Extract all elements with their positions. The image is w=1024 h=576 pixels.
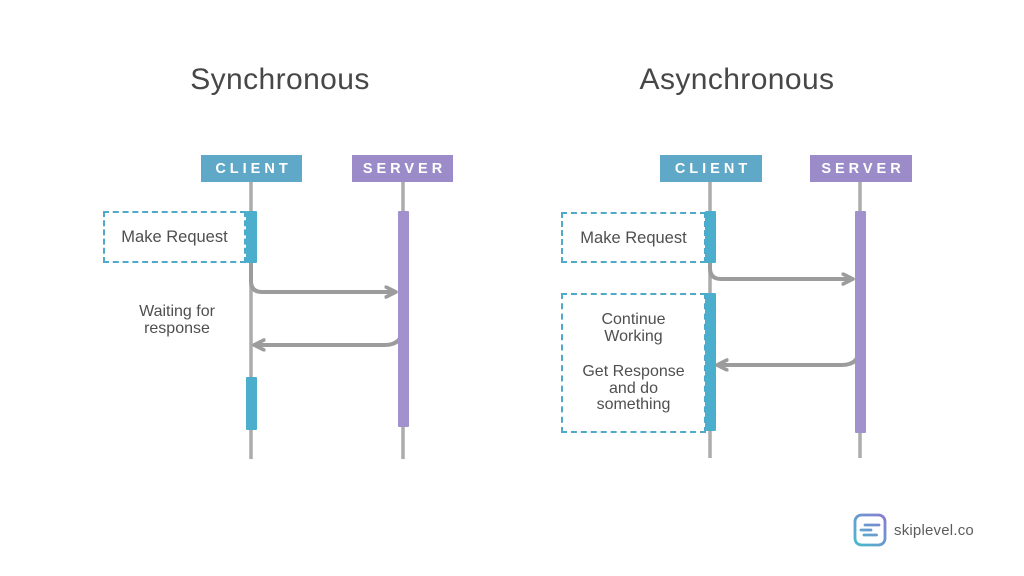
async-server-label: SERVER [821,160,905,177]
sync-make-request-label: Make Request [121,228,228,246]
sync-client-label: CLIENT [215,160,292,177]
async-response-line-1: Get Response [582,363,685,381]
sync-request-arrow [249,261,396,292]
sync-make-request-box: Make Request [103,211,246,263]
sync-server-activation [397,211,409,427]
brand-name: skiplevel.co [894,522,974,539]
async-client-activation-2 [704,293,716,431]
async-request-arrow [708,261,853,279]
async-client-activation-1 [704,211,716,263]
sync-waiting-line-1: Waiting for [139,303,215,320]
async-response-arrow [717,345,862,365]
sync-client-header: CLIENT [201,155,302,182]
sync-client-activation-1 [245,211,257,263]
title-synchronous: Synchronous [190,63,370,96]
async-make-request-label: Make Request [580,228,687,247]
async-client-header: CLIENT [660,155,762,182]
sync-waiting-note: Waiting for response [95,303,259,337]
sync-server-label: SERVER [362,160,447,177]
async-response-line-2: and do [609,379,658,397]
async-server-activation [854,211,866,433]
async-continue-line-2: Working [604,327,663,345]
sync-client-activation-2 [245,377,257,430]
skiplevel-logo-icon [853,513,887,547]
sync-server-header: SERVER [352,155,453,182]
async-continue-paragraph: Continue Working [601,312,665,345]
async-make-request-box: Make Request [561,212,706,263]
async-client-label: CLIENT [674,160,752,177]
async-response-paragraph: Get Response and do something [582,364,684,414]
sync-response-arrow [254,325,405,345]
sync-waiting-line-2: response [144,320,210,337]
title-asynchronous: Asynchronous [639,63,835,96]
async-server-header: SERVER [810,155,912,182]
async-response-line-3: something [596,396,671,414]
async-continue-line-1: Continue [601,311,666,329]
async-continue-box: Continue Working Get Response and do som… [561,293,706,433]
